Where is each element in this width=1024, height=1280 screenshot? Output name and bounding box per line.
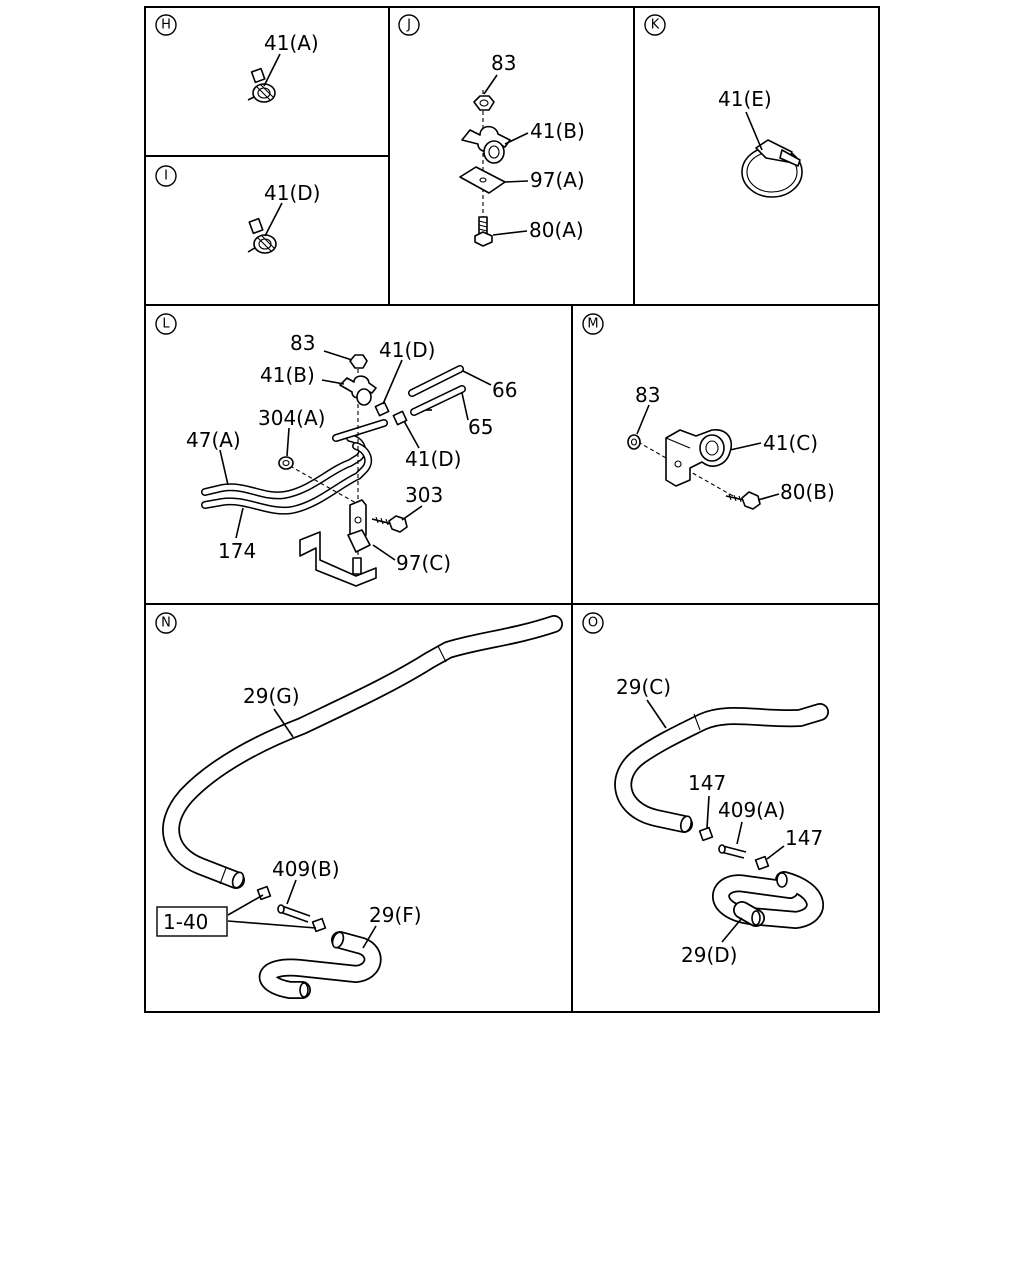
label-47a: 47(A) [186,428,241,452]
panel-id-N: N [155,612,177,634]
label-29d: 29(D) [681,943,737,967]
label-41e: 41(E) [718,87,772,111]
label-29c: 29(C) [616,675,671,699]
svg-text:O: O [588,616,598,631]
bolt-80a-icon [474,216,493,247]
svg-text:K: K [651,18,660,33]
panel-id-H: H [155,14,177,36]
panel-N: 29(G) 409(B) 29(F) 1-40 [156,615,563,999]
label-41d-upper: 41(D) [379,338,435,362]
clip-147-right-icon [754,855,770,871]
hose-29c-icon [614,703,829,833]
nut-83-icon [473,95,495,111]
svg-text:J: J [406,18,411,33]
label-80b: 80(B) [780,480,835,504]
label-66: 66 [492,378,517,402]
band-clamp-41e-icon [741,139,803,198]
svg-text:M: M [587,317,598,332]
pipe-409b-icon [277,904,311,923]
clip-1-40-right-icon [311,917,327,933]
label-409a: 409(A) [718,798,785,822]
nut-83-icon [627,434,641,450]
panel-id-M: M [582,313,604,335]
label-41c: 41(C) [763,431,818,455]
panel-L: 83 41(D) 41(B) 66 304(A) 65 47(A) 41(D) … [186,331,517,587]
clip-41d-icon [247,217,277,254]
pipe-409a-icon [718,844,747,859]
panel-id-L: L [155,313,177,335]
label-97c: 97(C) [396,551,451,575]
label-80a: 80(A) [529,218,584,242]
panel-J: 83 41(B) 97(A) 80(A) [459,51,585,247]
panel-id-K: K [644,14,666,36]
hose-29f-icon [258,931,382,999]
label-83: 83 [635,383,660,407]
label-41a: 41(A) [264,31,319,55]
plate-97a-icon [459,166,506,194]
clamp-41c-icon [665,429,732,487]
label-41d-lower: 41(D) [405,447,461,471]
label-29g: 29(G) [243,684,300,708]
panel-H: 41(A) [247,31,319,103]
pipe-174-icon [201,442,373,515]
svg-text:I: I [164,169,168,184]
clip-41d-upper-icon [374,401,390,417]
clip-41d-lower-icon [392,410,408,426]
svg-text:H: H [161,18,171,33]
svg-text:L: L [162,317,170,332]
label-409b: 409(B) [272,857,340,881]
clamp-41b-icon [461,125,511,164]
clamp-41b-icon [339,375,377,406]
hose-29g-icon [162,615,563,889]
svg-text:1-40: 1-40 [163,910,208,934]
panel-id-O: O [582,612,604,634]
panel-I: 41(D) [247,181,320,254]
label-97a: 97(A) [530,168,585,192]
hose-29d-icon [712,871,824,929]
ref-box-1-40: 1-40 [156,906,228,937]
panel-M: 83 41(C) 80(B) [627,383,835,510]
label-41b: 41(B) [260,363,315,387]
nut-304a-icon [278,456,294,470]
panel-id-J: J [398,14,420,36]
bracket-97c-icon [299,499,377,587]
label-83: 83 [491,51,516,75]
label-147-left: 147 [688,771,726,795]
clip-41a-icon [247,67,276,103]
label-41d: 41(D) [264,181,320,205]
label-41b: 41(B) [530,119,585,143]
clip-147-left-icon [698,826,714,842]
panel-frames [144,6,880,1013]
label-29f: 29(F) [369,903,422,927]
bolt-80b-icon [725,491,761,510]
label-65: 65 [468,415,493,439]
pipe-65-icon [410,385,466,416]
label-83: 83 [290,331,315,355]
label-303: 303 [405,483,443,507]
nut-83-icon [349,354,368,369]
pipe-66-icon [408,365,464,397]
panel-O: 29(C) 147 409(A) 147 29(D) [614,675,829,967]
panel-K: 41(E) [718,87,803,198]
svg-text:N: N [161,616,171,631]
label-147-right: 147 [785,826,823,850]
bolt-303-icon [371,515,408,533]
panel-id-I: I [155,165,177,187]
label-304a: 304(A) [258,406,325,430]
label-174: 174 [218,539,256,563]
